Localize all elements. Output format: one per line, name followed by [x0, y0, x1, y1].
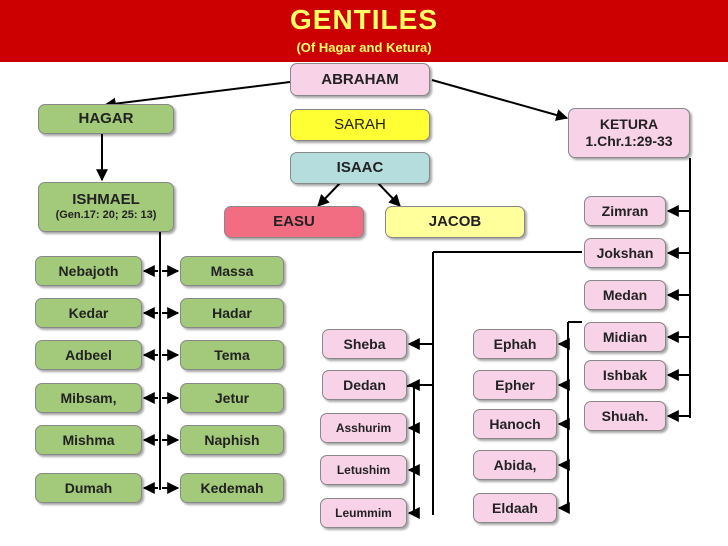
isaac-jacob-arrow: [377, 182, 401, 207]
title-banner: [0, 0, 728, 62]
hagar-box: HAGAR: [38, 104, 174, 134]
midian-son-epher: Epher: [473, 370, 557, 400]
midian-son-eldaah: Eldaah: [473, 493, 557, 523]
ishmael-son-kedar: Kedar: [35, 298, 142, 328]
sarah-box: SARAH: [290, 109, 430, 141]
ishmael-son-mishma: Mishma: [35, 425, 142, 455]
ketura-son-medan: Medan: [584, 280, 666, 310]
dedan-son-letushim: Letushim: [320, 455, 407, 485]
jacob-box: JACOB: [385, 206, 525, 238]
page-subtitle: (Of Hagar and Ketura): [296, 40, 432, 55]
dedan-son-leummim: Leummim: [320, 498, 407, 528]
ishmael-son-naphish: Naphish: [180, 425, 284, 455]
ishmael-son-dumah: Dumah: [35, 473, 142, 503]
ketura-son-jokshan: Jokshan: [584, 238, 666, 268]
ketura-box: KETURA 1.Chr.1:29-33: [568, 108, 690, 158]
jokshan-son-sheba: Sheba: [322, 329, 407, 359]
jokshan-son-dedan: Dedan: [322, 370, 407, 400]
midian-son-hanoch: Hanoch: [473, 409, 557, 439]
ishmael-name: ISHMAEL: [72, 191, 140, 209]
abraham-box: ABRAHAM: [290, 63, 430, 96]
ishmael-box: ISHMAEL (Gen.17: 20; 25: 13): [38, 182, 174, 232]
ishmael-son-nebajoth: Nebajoth: [35, 256, 142, 286]
ishmael-son-massa: Massa: [180, 256, 284, 286]
dedan-son-asshurim: Asshurim: [320, 413, 407, 443]
ishmael-son-hadar: Hadar: [180, 298, 284, 328]
ishmael-son-adbeel: Adbeel: [35, 340, 142, 370]
page-title: GENTILES: [289, 4, 438, 35]
ketura-name: KETURA: [599, 116, 659, 133]
abraham-hagar-arrow: [103, 81, 291, 110]
isaac-box: ISAAC: [290, 152, 430, 184]
ketura-son-ishbak: Ishbak: [584, 360, 666, 390]
ishmael-son-mibsam: Mibsam,: [35, 383, 142, 413]
ketura-ref: 1.Chr.1:29-33: [585, 133, 673, 149]
ishmael-son-tema: Tema: [180, 340, 284, 370]
midian-son-abida: Abida,: [473, 450, 557, 480]
ishmael-ref: (Gen.17: 20; 25: 13): [55, 209, 157, 222]
ketura-son-midian: Midian: [584, 322, 666, 352]
abraham-ketura-arrow: [431, 79, 569, 121]
ketura-son-shuah: Shuah.: [584, 401, 666, 431]
ishmael-son-jetur: Jetur: [180, 383, 284, 413]
ishmael-son-kedemah: Kedemah: [180, 473, 284, 503]
ketura-son-zimran: Zimran: [584, 196, 666, 226]
midian-son-ephah: Ephah: [473, 329, 557, 359]
easu-box: EASU: [224, 206, 364, 238]
isaac-easu-arrow: [317, 182, 341, 207]
